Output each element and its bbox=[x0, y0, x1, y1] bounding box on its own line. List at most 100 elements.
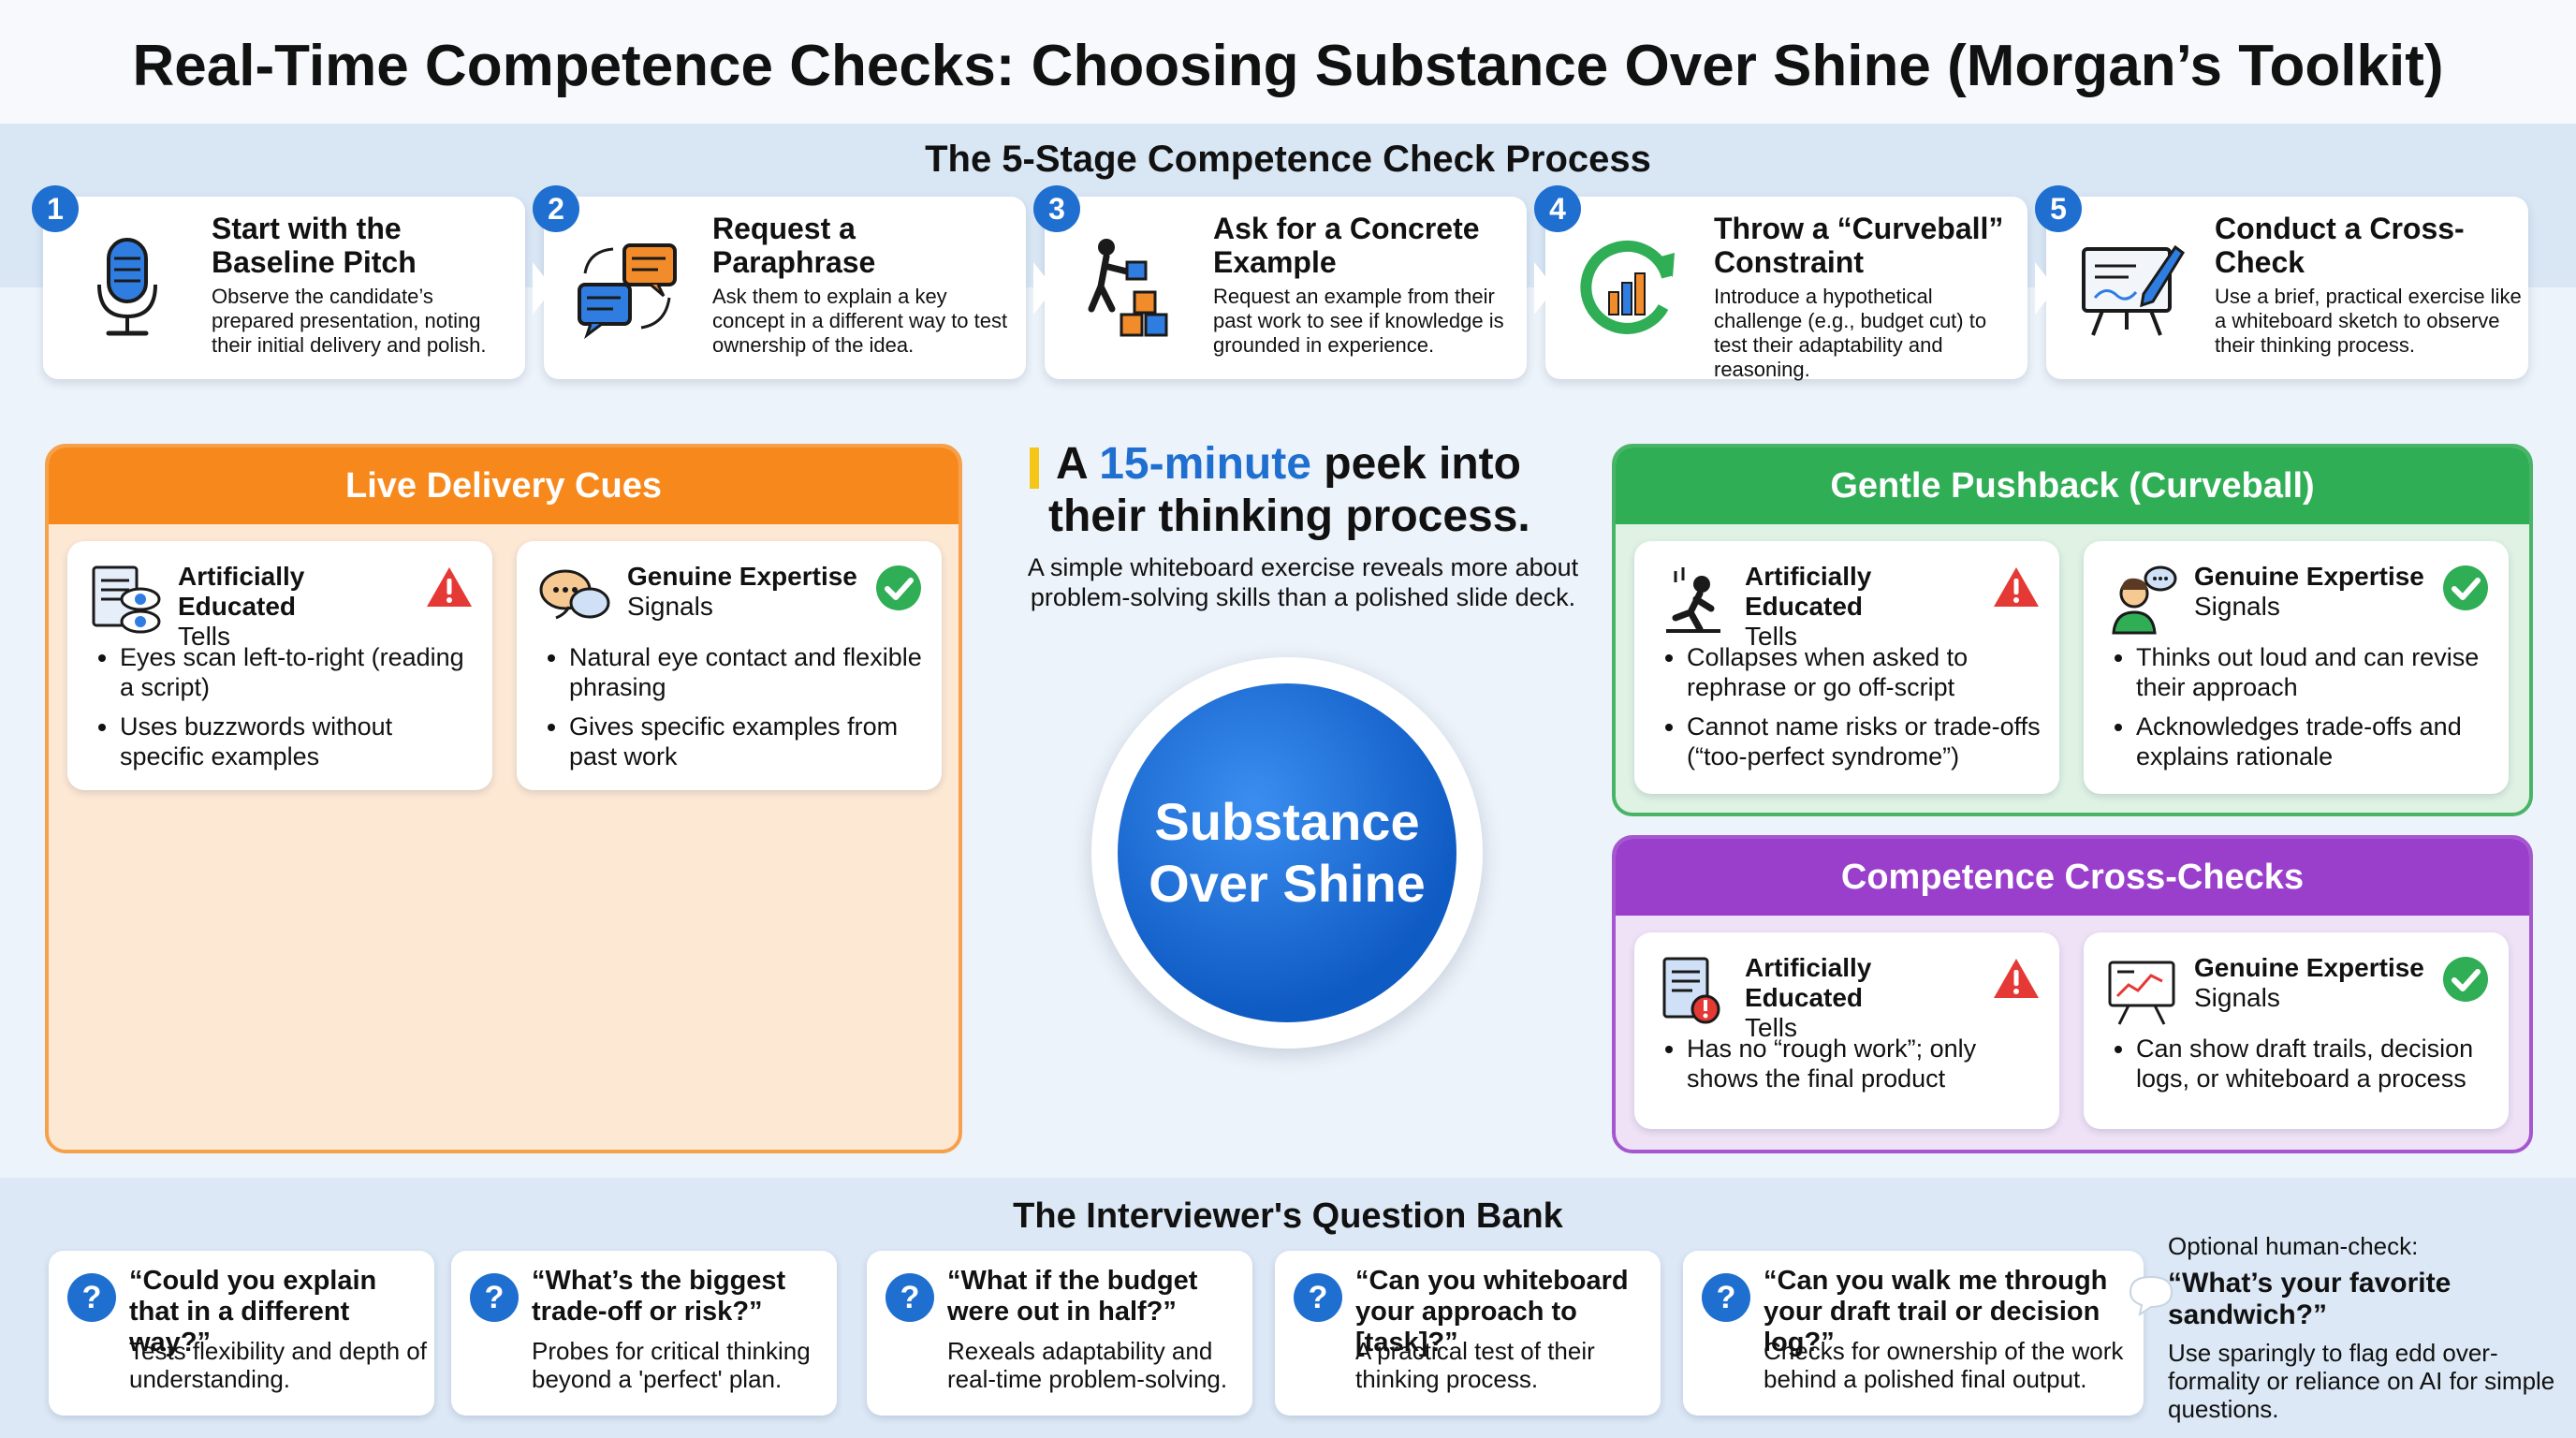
stage-1: 1 Start with the Baseline Pitch Observe … bbox=[32, 185, 553, 379]
panel-title: Gentle Pushback (Curveball) bbox=[1616, 448, 2529, 524]
stage-title: Ask for a Concrete Example bbox=[1213, 212, 1480, 279]
question-bank-title: The Interviewer's Question Bank bbox=[1013, 1196, 1563, 1236]
question-mark-icon bbox=[470, 1273, 519, 1322]
center-headline: A 15-minute peek into their thinking pro… bbox=[1022, 438, 1584, 543]
question-text: “What if the budget were out in half?” bbox=[947, 1266, 1198, 1327]
stage-4: 4 Throw a “Curveball” Constraint Introdu… bbox=[1534, 185, 2056, 381]
stage-number: 1 bbox=[32, 185, 79, 232]
microphone-icon bbox=[97, 238, 157, 336]
stage-description: Observe the candidate’s prepared present… bbox=[212, 285, 487, 357]
building-blocks-icon bbox=[1088, 239, 1168, 337]
checkmark-icon bbox=[2441, 564, 2490, 612]
arrow-right-icon bbox=[533, 262, 553, 315]
question-mark-icon bbox=[1294, 1273, 1342, 1322]
tells-list: Eyes scan left-to-right (reading a scrip… bbox=[120, 642, 476, 781]
list-item: Uses buzzwords without specific examples bbox=[120, 712, 476, 771]
highlight-text: 15-minute bbox=[1099, 439, 1311, 489]
optional-label: Optional human-check: bbox=[2168, 1232, 2419, 1260]
stage-number: 3 bbox=[1033, 185, 1080, 232]
stage-description: Ask them to explain a key concept in a d… bbox=[712, 285, 1008, 357]
stage-number: 5 bbox=[2035, 185, 2082, 232]
list-item: Collapses when asked to rephrase or go o… bbox=[1687, 642, 2042, 702]
signals-list: Natural eye contact and flexible phrasin… bbox=[569, 642, 925, 781]
question-text: “Can you walk me through your draft trai… bbox=[1764, 1266, 2108, 1357]
center-subtitle: A simple whiteboard exercise reveals mor… bbox=[1027, 553, 1579, 611]
warning-icon bbox=[427, 567, 472, 607]
question-card-2: “What’s the biggest trade-off or risk?” … bbox=[451, 1251, 837, 1416]
question-card-1: “Could you explain that in a different w… bbox=[49, 1251, 434, 1416]
competence-cross-checks-panel: Competence Cross-Checks Artificially Edu… bbox=[1612, 835, 2533, 1153]
process-stages: 1 Start with the Baseline Pitch Observe … bbox=[32, 185, 2533, 381]
question-text: “What’s the biggest trade-off or risk?” bbox=[532, 1266, 786, 1327]
stage-2: 2 Request a Paraphrase Ask them to expla… bbox=[533, 185, 1054, 379]
list-item: Eyes scan left-to-right (reading a scrip… bbox=[120, 642, 476, 702]
stage-description: Introduce a hypothetical challenge (e.g.… bbox=[1714, 285, 1987, 381]
accent-bar bbox=[1030, 448, 1039, 489]
question-card-4: “Can you whiteboard your approach to [ta… bbox=[1275, 1251, 1661, 1416]
stage-title: Throw a “Curveball” Constraint bbox=[1714, 212, 2004, 279]
question-card-3: “What if the budget were out in half?” R… bbox=[867, 1251, 1252, 1416]
list-item: Cannot name risks or trade-offs (“too-pe… bbox=[1687, 712, 2042, 771]
live-delivery-cues-panel: Live Delivery Cues Artificially Educated… bbox=[45, 444, 962, 1153]
question-text: “Could you explain that in a different w… bbox=[129, 1266, 377, 1357]
question-mark-icon bbox=[67, 1273, 116, 1322]
process-title: The 5-Stage Competence Check Process bbox=[925, 139, 1651, 180]
thinking-person-icon bbox=[2112, 565, 2177, 635]
tells-list: Collapses when asked to rephrase or go o… bbox=[1687, 642, 2042, 781]
stage-description: Request an example from their past work … bbox=[1213, 285, 1504, 357]
list-item: Can show draft trails, decision logs, or… bbox=[2136, 1034, 2492, 1093]
question-purpose: A practical test of their thinking proce… bbox=[1355, 1337, 1595, 1393]
question-mark-icon bbox=[886, 1273, 934, 1322]
document-eye-icon bbox=[92, 565, 161, 634]
whiteboard-icon bbox=[2082, 244, 2185, 336]
question-purpose: Checks for ownership of the work behind … bbox=[1764, 1337, 2124, 1393]
gentle-pushback-panel: Gentle Pushback (Curveball) Artificially… bbox=[1612, 444, 2533, 816]
stage-description: Use a brief, practical exercise like a w… bbox=[2215, 285, 2522, 357]
checkmark-icon bbox=[2441, 955, 2490, 1004]
panel-title: Competence Cross-Checks bbox=[1616, 839, 2529, 916]
stage-number: 4 bbox=[1534, 185, 1581, 232]
stage-3: 3 Ask for a Concrete Example Request an … bbox=[1033, 185, 1555, 379]
warning-icon bbox=[1994, 567, 2039, 607]
collapsing-person-icon bbox=[1666, 567, 1720, 633]
cycle-chart-icon bbox=[1580, 240, 1675, 334]
question-purpose: Tests flexibility and depth of understan… bbox=[129, 1337, 427, 1393]
list-item: Gives specific examples from past work bbox=[569, 712, 925, 771]
question-purpose: Probes for critical thinking beyond a 'p… bbox=[532, 1337, 811, 1393]
speaking-person-icon bbox=[539, 569, 610, 620]
arrow-right-icon bbox=[1534, 262, 1555, 315]
warning-icon bbox=[1994, 959, 2039, 998]
stage-number: 2 bbox=[533, 185, 579, 232]
list-item: Acknowledges trade-offs and explains rat… bbox=[2136, 712, 2492, 771]
document-alert-icon bbox=[1662, 957, 1720, 1024]
question-card-5: “Can you walk me through your draft trai… bbox=[1683, 1251, 2144, 1416]
speech-bubble-icon bbox=[2129, 1275, 2174, 1316]
optional-question: “What’s your favorite sandwich?” bbox=[2168, 1268, 2452, 1330]
question-mark-icon bbox=[1702, 1273, 1750, 1322]
checkmark-icon bbox=[874, 564, 923, 612]
question-purpose: Rexeals adaptability and real-time probl… bbox=[947, 1337, 1228, 1393]
page-title: Real-Time Competence Checks: Choosing Su… bbox=[0, 0, 2576, 131]
list-item: Has no “rough work”; only shows the fina… bbox=[1687, 1034, 2042, 1093]
stage-title: Start with the Baseline Pitch bbox=[212, 212, 417, 279]
optional-description: Use sparingly to flag edd over-formality… bbox=[2168, 1339, 2555, 1423]
presentation-chart-icon bbox=[2108, 961, 2175, 1025]
tells-list: Has no “rough work”; only shows the fina… bbox=[1687, 1034, 2042, 1103]
panel-title: Live Delivery Cues bbox=[49, 448, 959, 524]
arrow-right-icon bbox=[2035, 262, 2056, 315]
question-text: “Can you whiteboard your approach to [ta… bbox=[1355, 1266, 1629, 1357]
signals-list: Thinks out loud and can revise their app… bbox=[2136, 642, 2492, 781]
list-item: Thinks out loud and can revise their app… bbox=[2136, 642, 2492, 702]
